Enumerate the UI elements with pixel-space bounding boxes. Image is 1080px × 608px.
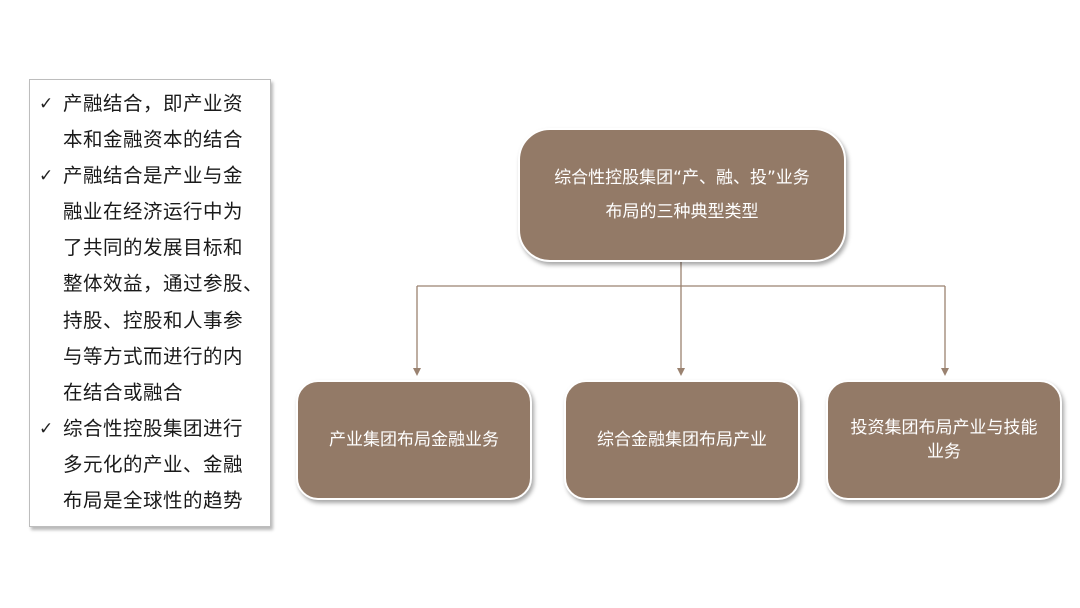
bullet-text: 综合性控股集团进行 多元化的产业、金融 布局是全球性的趋势: [63, 416, 244, 513]
checkmark-icon: ✓: [39, 166, 54, 187]
child-node-industry-to-finance: 产业集团布局金融业务: [296, 380, 532, 500]
bullet-text: 产融结合是产业与金 融业在经济运行中为 了共同的发展目标和 整体效益，通过参股、…: [63, 164, 264, 404]
bullet-item: ✓ 产融结合，即产业资 本和金融资本的结合: [37, 86, 270, 158]
child-node-label: 综合金融集团布局产业: [597, 430, 767, 450]
child-node-investment-group: 投资集团布局产业与技能 业务: [826, 380, 1062, 500]
bullet-item: ✓ 产融结合是产业与金 融业在经济运行中为 了共同的发展目标和 整体效益，通过参…: [37, 158, 270, 411]
bullet-item: ✓ 综合性控股集团进行 多元化的产业、金融 布局是全球性的趋势: [37, 411, 270, 519]
child-node-label: 产业集团布局金融业务: [329, 430, 499, 450]
checkmark-icon: ✓: [39, 418, 54, 439]
root-node-label: 综合性控股集团“产、融、投”业务 布局的三种典型类型: [554, 168, 810, 222]
bullet-text: 产融结合，即产业资 本和金融资本的结合: [63, 92, 244, 152]
root-node: 综合性控股集团“产、融、投”业务 布局的三种典型类型: [518, 128, 846, 262]
checkmark-icon: ✓: [39, 94, 54, 114]
summary-text-box: ✓ 产融结合，即产业资 本和金融资本的结合 ✓ 产融结合是产业与金 融业在经济运…: [29, 79, 271, 527]
child-node-label: 投资集团布局产业与技能 业务: [850, 418, 1038, 462]
child-node-finance-to-industry: 综合金融集团布局产业: [564, 380, 800, 500]
